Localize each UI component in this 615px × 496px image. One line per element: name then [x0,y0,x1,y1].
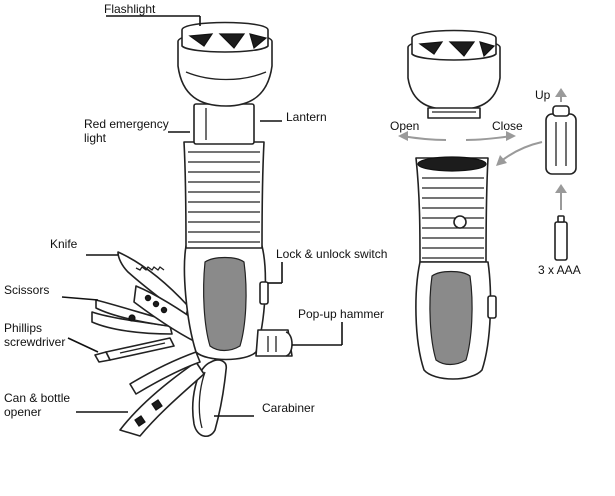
label-close: Close [492,119,523,133]
label-carabiner: Carabiner [262,401,315,415]
carabiner-drawing [192,359,228,437]
label-hammer: Pop-up hammer [298,307,384,321]
label-lantern: Lantern [286,110,327,124]
label-batteries: 3 x AAA [538,263,581,277]
lantern-tube [193,103,255,145]
body-exploded [415,157,489,263]
label-lock-switch: Lock & unlock switch [276,247,387,261]
assembled-flashlight [91,21,293,437]
label-flashlight: Flashlight [104,2,156,16]
phillips-screwdriver-drawing [94,337,175,363]
label-knife: Knife [50,237,78,251]
label-up: Up [535,88,551,102]
label-phillips-1: Phillips [4,321,42,335]
open-arrow [401,135,447,141]
hammer-drawing [255,329,293,357]
label-opener-1: Can & bottle [4,391,70,405]
battery-pack [545,105,577,175]
label-open: Open [390,119,419,133]
label-phillips-2: screwdriver [4,335,65,349]
grip-ribs [188,151,260,243]
insert-arrow [499,141,543,163]
label-red-emergency-light-1: Red emergency [84,117,169,131]
label-opener-2: opener [4,405,41,419]
lock-switch-drawing [259,281,269,305]
label-scissors: Scissors [4,283,49,297]
opener-drawing [119,351,205,437]
exploded-view [398,29,577,380]
body-ribs [422,177,484,259]
labels: Flashlight Red emergency light Lantern K… [4,2,581,419]
leader-lines-left [61,15,343,417]
aaa-battery [554,215,568,261]
label-red-emergency-light-2: light [84,131,107,145]
scissors-drawing [91,299,173,335]
close-arrow [465,135,513,141]
